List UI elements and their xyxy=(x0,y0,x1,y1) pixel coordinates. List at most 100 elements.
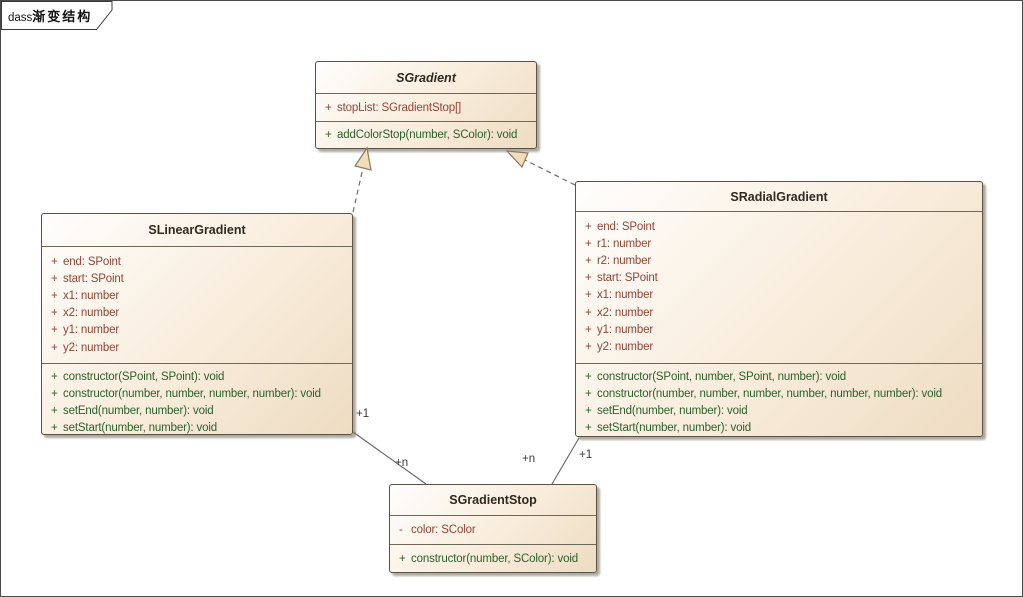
visibility-sign: + xyxy=(585,370,592,383)
attribute-text: x1: number xyxy=(597,289,654,302)
attribute-text: end: SPoint xyxy=(597,220,655,233)
operation-row: + setStart(number, number): void xyxy=(576,420,982,436)
frame-tab-outline xyxy=(1,1,113,30)
visibility-sign: + xyxy=(585,237,592,250)
operation-text: setEnd(number, number): void xyxy=(63,404,214,417)
attributes-compartment: + stopList: SGradientStop[] xyxy=(316,93,536,121)
class-sradialgradient[interactable]: SRadialGradient + end: SPoint + r1: numb… xyxy=(575,181,983,437)
attribute-row: + y2: number xyxy=(576,338,982,355)
operation-row: + constructor(SPoint, number, SPoint, nu… xyxy=(576,368,982,385)
visibility-sign: + xyxy=(585,220,592,233)
attribute-text: start: SPoint xyxy=(63,272,124,285)
visibility-sign: + xyxy=(585,387,592,400)
multiplicity-label: +n xyxy=(395,457,409,469)
attribute-row: + x1: number xyxy=(42,287,352,304)
association-linear-to-stop[interactable] xyxy=(352,431,427,485)
attribute-text: x2: number xyxy=(63,307,120,320)
operation-row: + addColorStop(number, SColor): void xyxy=(316,126,536,143)
attribute-row: + x1: number xyxy=(576,287,982,304)
realization-triangle-icon xyxy=(505,150,529,169)
class-sgradient[interactable]: SGradient + stopList: SGradientStop[] + … xyxy=(315,61,537,149)
visibility-sign: + xyxy=(585,422,592,435)
operation-row: + setEnd(number, number): void xyxy=(576,402,982,419)
attribute-text: y2: number xyxy=(597,340,654,353)
operation-row: + setStart(number, number): void xyxy=(42,420,352,434)
attribute-row: + end: SPoint xyxy=(42,253,352,270)
visibility-sign: + xyxy=(51,272,58,285)
frame-tab-shape xyxy=(1,1,113,30)
class-slineargradient[interactable]: SLinearGradient + end: SPoint + start: S… xyxy=(41,213,353,435)
visibility-sign: + xyxy=(51,307,58,320)
visibility-sign: + xyxy=(51,255,58,268)
attribute-text: r1: number xyxy=(597,237,652,250)
operation-text: constructor(number, SColor): void xyxy=(411,552,578,565)
operation-text: constructor(number, number, number, numb… xyxy=(597,387,943,400)
frame-title-text: 渐变结构 xyxy=(32,9,93,24)
operations-compartment: + addColorStop(number, SColor): void xyxy=(316,121,536,148)
attribute-text: r2: number xyxy=(597,254,652,267)
attribute-text: end: SPoint xyxy=(63,255,121,268)
frame-title-prefix: dass xyxy=(8,12,33,24)
operation-text: constructor(SPoint, SPoint): void xyxy=(63,370,225,383)
operations-compartment: + constructor(SPoint, SPoint): void + co… xyxy=(42,363,352,434)
attribute-text: start: SPoint xyxy=(597,272,658,285)
attributes-compartment: - color: SColor xyxy=(390,515,596,544)
association-radial-to-stop[interactable] xyxy=(551,437,580,485)
operation-text: setEnd(number, number): void xyxy=(597,404,748,417)
multiplicity-label: +1 xyxy=(356,408,370,420)
operations-compartment: + constructor(SPoint, number, SPoint, nu… xyxy=(576,363,982,436)
operation-text: constructor(SPoint, number, SPoint, numb… xyxy=(597,370,846,383)
operation-row: + constructor(SPoint, SPoint): void xyxy=(42,368,352,385)
operation-text: setStart(number, number): void xyxy=(597,422,752,435)
operation-text: constructor(number, number, number, numb… xyxy=(63,387,321,400)
attribute-row: + x2: number xyxy=(42,305,352,322)
class-title: SRadialGradient xyxy=(730,189,828,204)
multiplicity-label: +1 xyxy=(579,449,593,461)
operation-text: addColorStop(number, SColor): void xyxy=(337,128,518,141)
frame-title: dass渐变结构 xyxy=(8,6,92,26)
attribute-text: color: SColor xyxy=(411,523,476,536)
visibility-sign: + xyxy=(585,404,592,417)
operation-row: + setEnd(number, number): void xyxy=(42,402,352,419)
operation-row: + constructor(number, number, number, nu… xyxy=(576,385,982,402)
multiplicity-label: +n xyxy=(522,453,536,465)
visibility-sign: + xyxy=(585,254,592,267)
visibility-sign: - xyxy=(399,523,403,536)
visibility-sign: + xyxy=(51,404,58,417)
visibility-sign: + xyxy=(51,422,58,434)
visibility-sign: + xyxy=(585,340,592,353)
class-title: SGradientStop xyxy=(449,493,537,507)
attribute-row: + end: SPoint xyxy=(576,218,982,235)
attribute-text: x1: number xyxy=(63,289,120,302)
visibility-sign: + xyxy=(585,306,592,319)
attribute-row: + r1: number xyxy=(576,235,982,252)
attribute-row: + r2: number xyxy=(576,252,982,269)
operation-row: + constructor(number, number, number, nu… xyxy=(42,385,352,402)
attribute-text: y1: number xyxy=(63,324,120,337)
class-sgradientstop[interactable]: SGradientStop - color: SColor + construc… xyxy=(389,484,597,573)
visibility-sign: + xyxy=(51,324,58,337)
visibility-sign: + xyxy=(51,289,58,302)
attributes-compartment: + end: SPoint + r1: number + r2: number … xyxy=(576,211,982,363)
attribute-row: + start: SPoint xyxy=(42,270,352,287)
visibility-sign: + xyxy=(51,387,58,400)
visibility-sign: + xyxy=(399,552,406,565)
attribute-text: x2: number xyxy=(597,306,654,319)
visibility-sign: + xyxy=(585,323,592,336)
attribute-row: + y1: number xyxy=(576,321,982,338)
attribute-row: + x2: number xyxy=(576,304,982,321)
attribute-text: y2: number xyxy=(63,341,120,354)
operation-text: setStart(number, number): void xyxy=(63,422,218,434)
attribute-text: stopList: SGradientStop[] xyxy=(337,101,462,114)
attribute-row: + stopList: SGradientStop[] xyxy=(316,99,536,116)
operations-compartment: + constructor(number, SColor): void xyxy=(390,544,596,572)
operation-row: + constructor(number, SColor): void xyxy=(390,550,596,567)
visibility-sign: + xyxy=(325,128,332,141)
visibility-sign: + xyxy=(51,370,58,383)
realization-linear-to-gradient[interactable] xyxy=(352,146,372,213)
visibility-sign: + xyxy=(51,341,58,354)
visibility-sign: + xyxy=(585,289,592,302)
attribute-row: + y2: number xyxy=(42,339,352,356)
realization-radial-to-gradient[interactable] xyxy=(505,150,576,186)
